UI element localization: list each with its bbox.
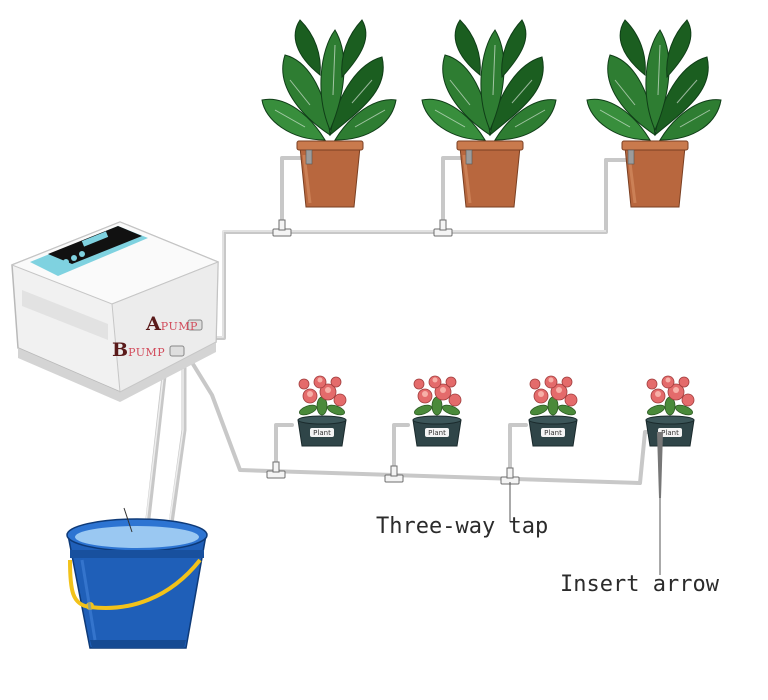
port-a-text: PUMP [160, 320, 198, 333]
port-a-label: APUMP [146, 313, 198, 335]
insert-arrow-caption: Insert arrow [560, 572, 719, 597]
pot-tag: Plant [428, 429, 446, 437]
port-b-label: BPUMP [112, 339, 165, 361]
water-bucket-icon [66, 518, 208, 649]
pot-tag: Plant [544, 429, 562, 437]
irrigation-controller-icon [10, 221, 220, 402]
insert-arrow-icon [657, 432, 663, 498]
port-b-letter: B [112, 339, 129, 361]
tee-connector [272, 219, 292, 237]
pot-tag: Plant [661, 429, 679, 437]
pot-tag: Plant [313, 429, 331, 437]
three-way-tap-caption: Three-way tap [376, 514, 549, 539]
tee-connector [433, 219, 453, 237]
tee-connector [500, 467, 520, 485]
tube-line-a [198, 156, 632, 340]
port-a-letter: A [146, 313, 161, 335]
port-b-text: PUMP [128, 346, 166, 359]
